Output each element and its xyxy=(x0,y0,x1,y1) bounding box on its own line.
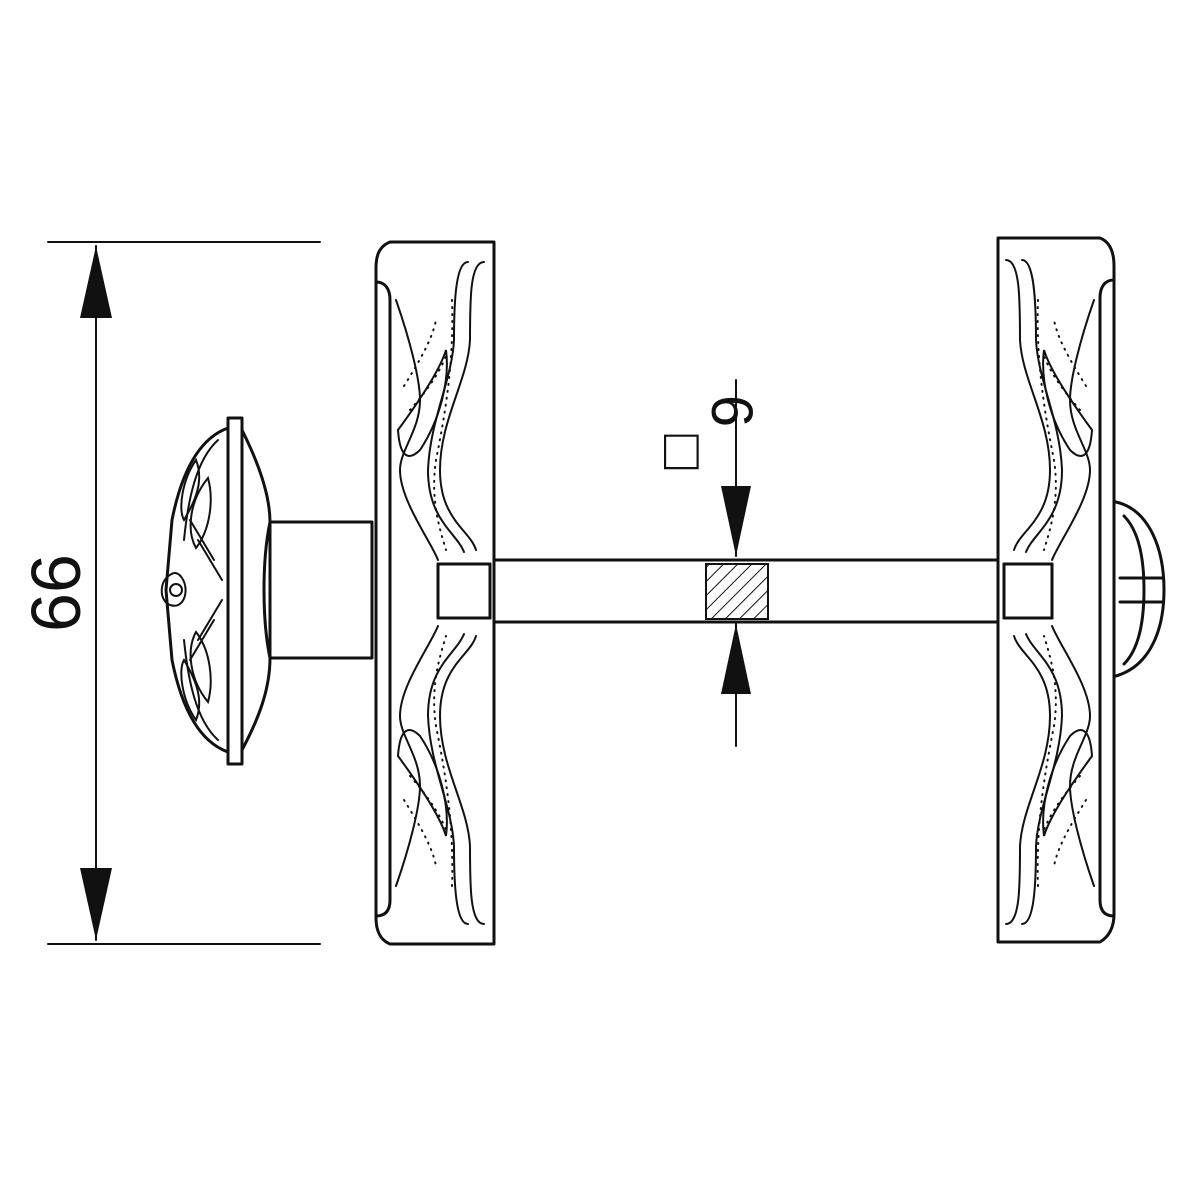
square-symbol: □ xyxy=(651,434,716,469)
right-rosette xyxy=(996,236,1116,944)
right-rosette-outline xyxy=(996,236,1116,944)
left-rosette xyxy=(374,240,496,946)
arrow-down-icon xyxy=(721,486,751,556)
screw-dome xyxy=(1114,500,1166,678)
spindle-hatched-section xyxy=(705,563,769,620)
left-rosette-outline xyxy=(374,240,496,946)
height-dimension: 66 xyxy=(17,241,321,945)
knob-rim xyxy=(226,416,244,766)
knob-center-boss xyxy=(160,572,187,607)
spindle-dimension: 6 □ xyxy=(651,379,764,747)
knob xyxy=(160,416,374,766)
spindle-dimension-label: 6 xyxy=(699,395,764,427)
arrow-down-icon xyxy=(80,868,112,940)
arrow-up-icon xyxy=(721,624,751,694)
knob-neck xyxy=(262,520,374,660)
square-spindle xyxy=(492,558,1000,624)
arrow-up-icon xyxy=(80,246,112,318)
knob-flange xyxy=(240,428,272,752)
knob-ornament xyxy=(183,439,219,741)
height-dimension-label: 66 xyxy=(17,554,95,632)
screw-head xyxy=(1114,500,1166,678)
knob-face xyxy=(164,426,230,754)
